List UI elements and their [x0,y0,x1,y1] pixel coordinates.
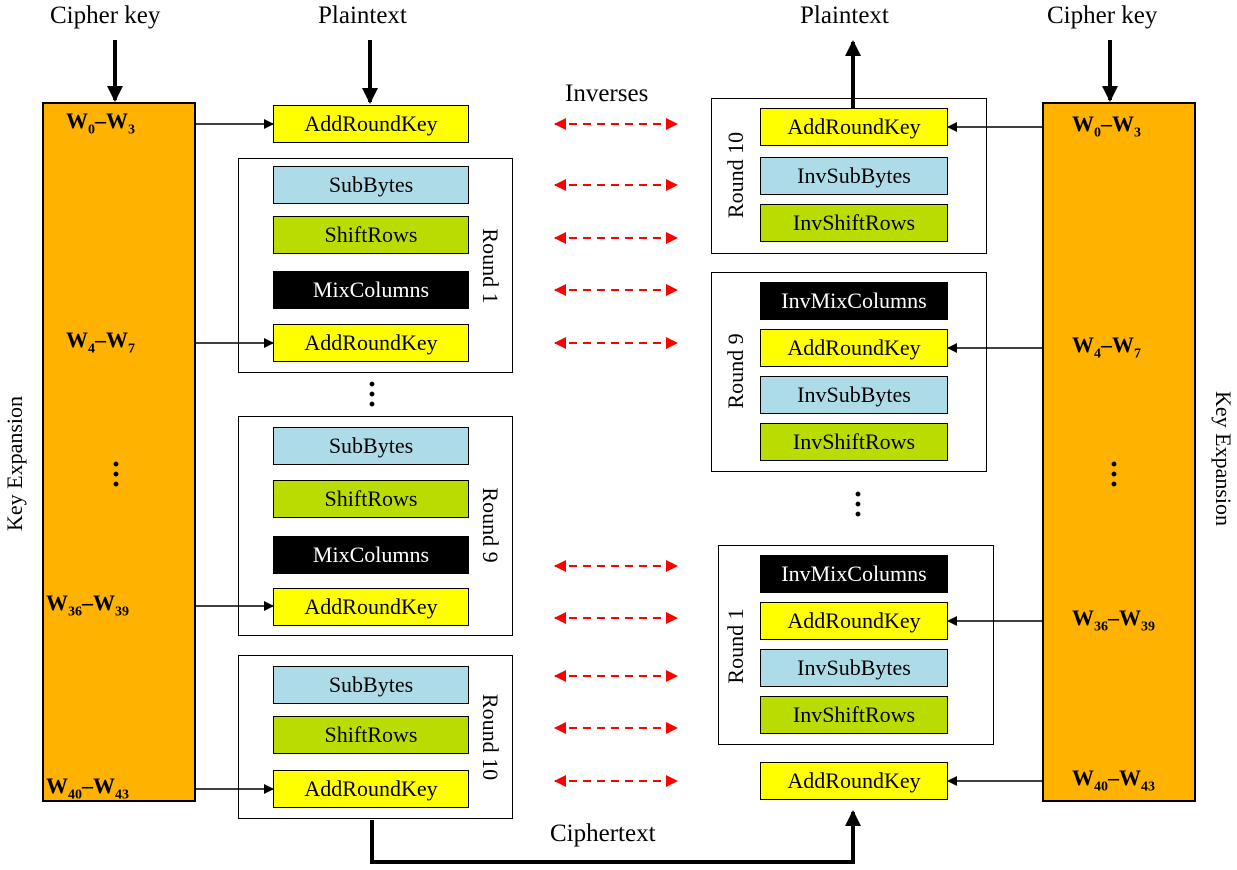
dec-r9-add-round-key: AddRoundKey [760,329,948,367]
enc-r9-add-round-key: AddRoundKey [273,588,469,626]
ellipsis-enc: ··· [366,368,377,421]
word-label-w4-w7-left: W4–W7 [66,327,135,357]
right-key-expansion-band [1042,102,1196,802]
enc-r1-shift-rows: ShiftRows [273,216,469,254]
right-cipher-key-label: Cipher key [1047,2,1158,29]
dec-r9-inv-mix-columns: InvMixColumns [760,282,948,320]
enc-round-1-label: Round 1 [478,228,503,304]
dec-round-9-label: Round 9 [723,333,748,409]
enc-round-10-box [238,655,513,819]
enc-round-9-label: Round 9 [478,487,503,563]
dec-round-10-box [711,98,987,254]
dec-r9-inv-shift-rows: InvShiftRows [760,423,948,461]
dec-final-add-round-key: AddRoundKey [760,762,948,800]
left-key-expansion-label: Key Expansion [2,395,27,531]
enc-r10-shift-rows: ShiftRows [273,716,469,754]
right-plaintext-label: Plaintext [800,2,889,29]
enc-r9-mix-columns: MixColumns [273,536,469,574]
dec-r1-inv-shift-rows: InvShiftRows [760,696,948,734]
dec-round-9-box [711,272,987,472]
word-label-w40-w43-left: W40–W43 [46,773,129,803]
enc-r1-add-round-key: AddRoundKey [273,324,469,362]
dec-r10-add-round-key: AddRoundKey [760,108,948,146]
enc-r1-sub-bytes: SubBytes [273,166,469,204]
enc-round-9-box [238,416,513,636]
ellipsis-dec: ··· [852,478,863,531]
word-label-w4-w7-right: W4–W7 [1072,332,1141,362]
dec-r10-inv-sub-bytes: InvSubBytes [760,157,948,195]
left-key-expansion-band [42,102,196,802]
dec-r1-inv-sub-bytes: InvSubBytes [760,649,948,687]
dec-r1-add-round-key: AddRoundKey [760,602,948,640]
word-label-w0-w3-right: W0–W3 [1072,111,1141,141]
enc-r1-mix-columns: MixColumns [273,271,469,309]
word-label-w36-w39-left: W36–W39 [46,590,129,620]
word-label-w0-w3-left: W0–W3 [66,108,135,138]
enc-initial-add-round-key: AddRoundKey [273,105,469,143]
enc-r10-sub-bytes: SubBytes [273,666,469,704]
ellipsis-left-band: ··· [110,448,121,501]
dec-r1-inv-mix-columns: InvMixColumns [760,555,948,593]
dec-round-1-label: Round 1 [723,608,748,684]
dec-round-10-label: Round 10 [723,131,748,219]
dec-r9-inv-sub-bytes: InvSubBytes [760,376,948,414]
inverses-label: Inverses [565,80,649,107]
enc-r9-shift-rows: ShiftRows [273,480,469,518]
enc-round-1-box [238,158,513,373]
dec-round-1-box [718,545,994,745]
enc-round-10-label: Round 10 [478,693,503,781]
left-cipher-key-label: Cipher key [50,2,161,29]
enc-r10-add-round-key: AddRoundKey [273,770,469,808]
ellipsis-right-band: ··· [1108,448,1119,501]
ciphertext-label: Ciphertext [550,820,656,847]
word-label-w36-w39-right: W36–W39 [1072,605,1155,635]
right-key-expansion-label: Key Expansion [1211,391,1236,527]
enc-r9-sub-bytes: SubBytes [273,427,469,465]
left-plaintext-label: Plaintext [318,2,407,29]
word-label-w40-w43-right: W40–W43 [1072,765,1155,795]
dec-r10-inv-shift-rows: InvShiftRows [760,204,948,242]
